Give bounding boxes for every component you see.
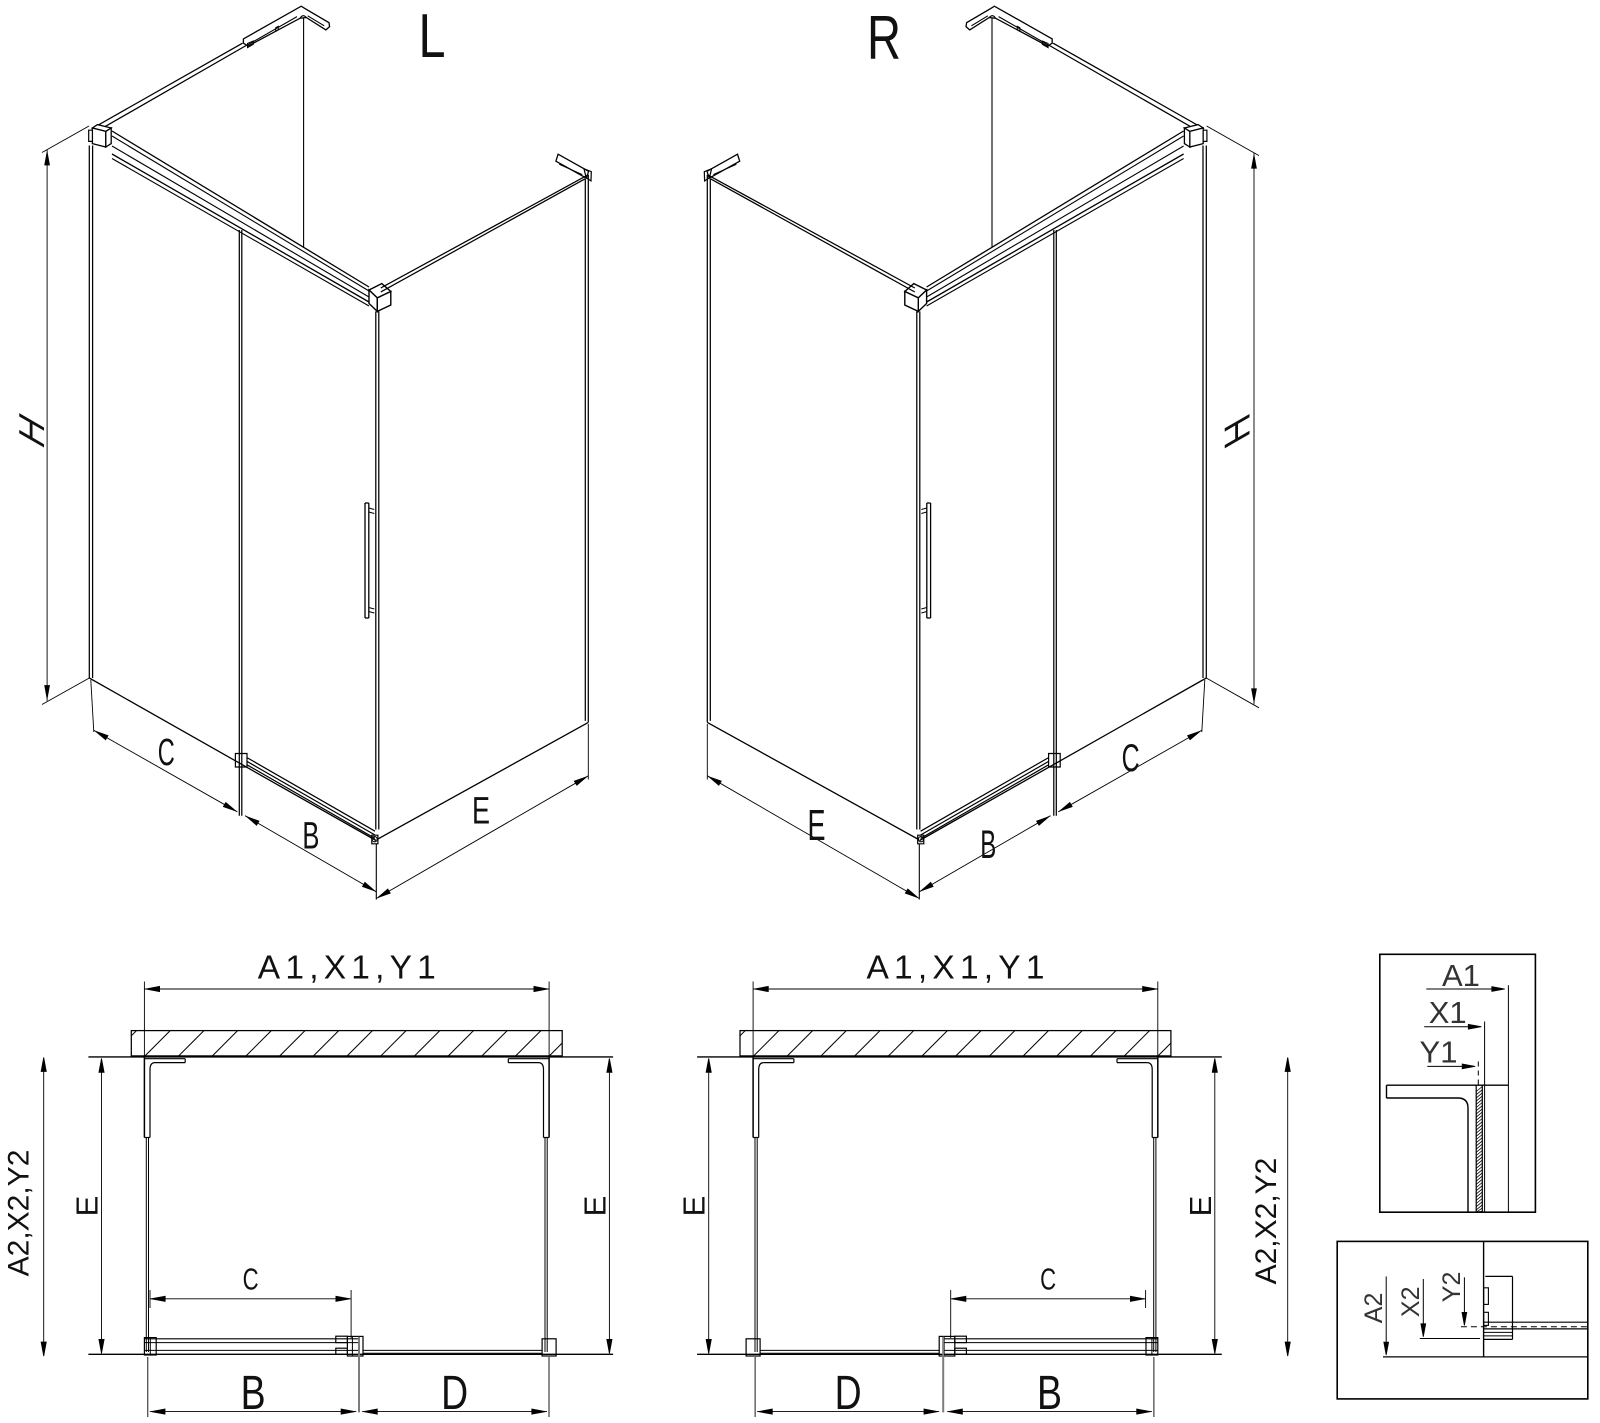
svg-text:B: B: [1037, 1367, 1062, 1420]
svg-text:A1: A1: [1442, 958, 1480, 993]
svg-text:C: C: [1122, 737, 1140, 780]
svg-text:B: B: [241, 1367, 266, 1420]
svg-text:E: E: [577, 1196, 612, 1217]
svg-text:B: B: [302, 816, 319, 858]
svg-text:A2,X2,Y2: A2,X2,Y2: [1250, 1158, 1283, 1285]
svg-text:D: D: [441, 1367, 468, 1420]
svg-text:X2: X2: [1397, 1287, 1425, 1318]
svg-text:C: C: [158, 732, 175, 774]
svg-text:A2: A2: [1360, 1293, 1388, 1324]
svg-text:Y2: Y2: [1438, 1272, 1466, 1303]
svg-text:D: D: [835, 1367, 862, 1420]
svg-text:Y1: Y1: [1420, 1035, 1458, 1070]
svg-text:C: C: [1040, 1262, 1056, 1297]
svg-text:E: E: [70, 1196, 105, 1217]
svg-text:E: E: [472, 791, 490, 833]
svg-text:R: R: [867, 4, 901, 73]
svg-text:E: E: [677, 1196, 712, 1217]
svg-text:B: B: [980, 823, 996, 867]
svg-text:E: E: [808, 801, 826, 850]
svg-text:E: E: [1183, 1196, 1218, 1217]
svg-text:C: C: [243, 1262, 259, 1297]
svg-text:L: L: [419, 2, 446, 71]
svg-text:X1: X1: [1429, 995, 1467, 1030]
svg-text:A2,X2,Y2: A2,X2,Y2: [3, 1150, 36, 1277]
